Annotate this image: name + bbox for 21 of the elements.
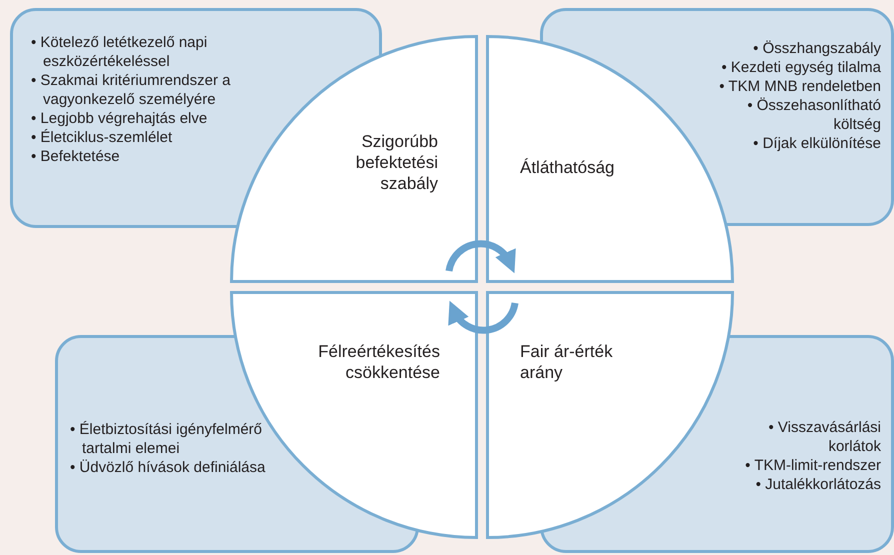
bullet-item: • Életbiztosítási igényfelmérő tartalmi elemei	[70, 420, 264, 458]
quadrant-segment	[486, 291, 734, 539]
quadrant-label: Félreértékesítés csökkentése	[317, 341, 440, 383]
quadrant-segment	[230, 35, 478, 283]
bullet-item: • Életciklus-szemlélet	[31, 128, 174, 147]
bullet-item: • Legjobb végrehajtás elve	[31, 109, 208, 128]
bullet-item: • Jutalékkorlátozás	[754, 475, 881, 494]
bullet-item: • Kezdeti egység tilalma	[720, 58, 881, 77]
bullet-item: • TKM MNB rendeletben	[718, 77, 881, 96]
bullet-item: • TKM-limit-rendszer	[744, 456, 881, 475]
bullet-item: • Üdvözlő hívások definiálása	[70, 458, 266, 477]
quadrant-label: Szigorúbb befektetési szabály	[354, 131, 438, 194]
bullet-item: • Befektetése	[31, 147, 121, 166]
bullet-item: • Szakmai kritériumrendszer a vagyonkezelő személyére	[31, 71, 232, 109]
bullet-item: • Visszavásárlási korlátok	[767, 418, 881, 456]
bullet-item: • Összhangszabály	[752, 39, 881, 58]
bullet-item: • Kötelező letétkezelő napi eszközértékeléssel	[31, 33, 208, 71]
bullet-item: • Díjak elkülönítése	[752, 134, 881, 153]
bullet-item: • Összehasonlítható költség	[746, 96, 881, 134]
quadrant-label: Fair ár-érték arány	[520, 341, 614, 383]
quadrant-label: Átláthatóság	[520, 157, 616, 178]
